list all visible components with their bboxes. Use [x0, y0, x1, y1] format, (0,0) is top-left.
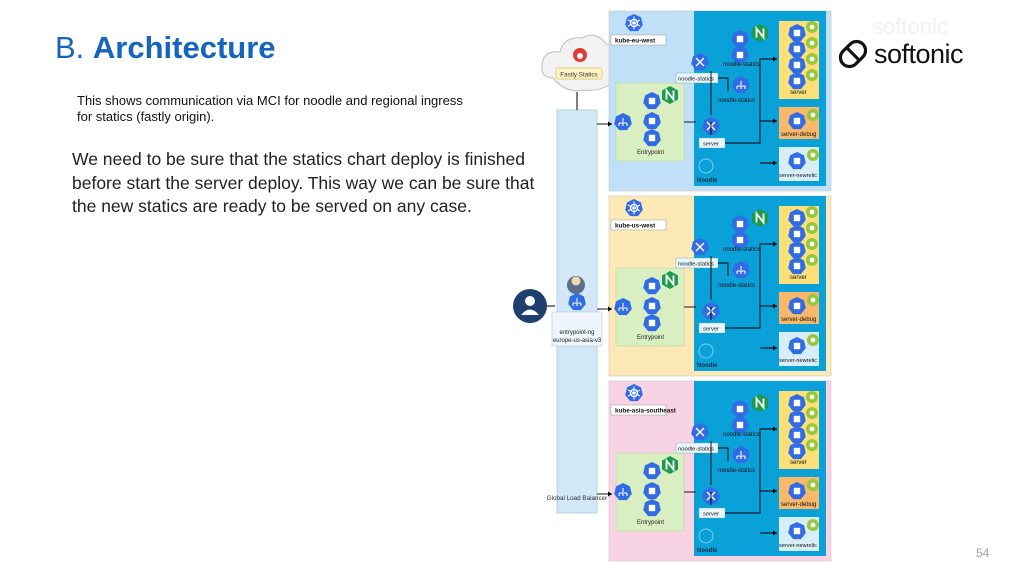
body-paragraph: We need to be sure that the statics char… [72, 149, 535, 216]
newrelic-icon [807, 109, 819, 121]
connector-line [725, 428, 777, 514]
noodle-logo [698, 343, 714, 359]
noodle-statics-service-label: noodle-statics [678, 77, 714, 83]
newrelic-icon [807, 334, 819, 346]
entrypoint-ng-label: entrypoint-ng [559, 330, 594, 336]
server-service-label: server [703, 327, 719, 333]
newrelic-icon [806, 21, 818, 33]
slide-title: B. Architecture [55, 30, 276, 65]
page-number: 54 [976, 546, 990, 560]
newrelic-icon [806, 423, 818, 435]
noodle-statics-deploy-label: noodle-statics [723, 247, 760, 253]
noodle-statics-label: noodle-statics [718, 98, 755, 104]
noodle-statics-service-label: noodle-statics [678, 447, 714, 453]
noodle-label: Noodle [697, 363, 718, 369]
noodle-statics-service-label: noodle-statics [678, 262, 714, 268]
newrelic-icon [806, 222, 818, 234]
connector-line [725, 243, 777, 329]
entrypoint-ng: entrypoint-ng europe-us-asia-v3 [551, 276, 603, 347]
newrelic-icon [806, 206, 818, 218]
server-debug-label: server-debug [781, 132, 816, 138]
newrelic-icon [807, 149, 819, 161]
noodle-statics-label: noodle-statics [718, 468, 755, 474]
server-debug-label: server-debug [781, 502, 816, 508]
newrelic-icon [806, 391, 818, 403]
server-service-label: server [703, 142, 719, 148]
entrypoint-label: Entrypoint [637, 150, 664, 156]
global-load-balancer: Global Load Balancer [547, 109, 608, 514]
server-group-label: server [790, 90, 807, 96]
entrypoint-label: Entrypoint [637, 335, 664, 341]
user-icon [513, 289, 547, 323]
server-group-label: server [790, 275, 807, 281]
newrelic-icon [806, 407, 818, 419]
softonic-logo-text: softonic [874, 38, 964, 69]
connector-line [718, 77, 729, 91]
newrelic-icon [806, 238, 818, 250]
connector-line [718, 447, 729, 461]
noodle-statics-deploy-label: noodle-statics [723, 62, 760, 68]
server-group-label: server [790, 460, 807, 466]
fastly-cloud: Fastly Statics [541, 34, 624, 92]
server-newrelic-label: server-newrelic [779, 173, 817, 179]
newrelic-icon [806, 439, 818, 451]
fastly-label: Fastly Statics [560, 72, 597, 79]
newrelic-icon [806, 53, 818, 65]
cluster-label: kube-eu-west [615, 38, 656, 45]
newrelic-icon [807, 294, 819, 306]
server-newrelic-label: server-newrelic [779, 358, 817, 364]
newrelic-icon [806, 254, 818, 266]
newrelic-icon [807, 479, 819, 491]
server-service-label: server [703, 512, 719, 518]
noodle-label: Noodle [697, 548, 718, 554]
server-newrelic-label: server-newrelic [779, 543, 817, 549]
glb-label: Global Load Balancer [547, 495, 608, 502]
cluster-label: kube-us-west [615, 223, 656, 230]
softonic-logo-icon [838, 39, 868, 69]
entrypoint-label: Entrypoint [637, 520, 664, 526]
diagram-caption: This shows communication via MCI for noo… [77, 93, 463, 124]
connector-line [725, 58, 777, 144]
noodle-logo [698, 158, 714, 174]
noodle-statics-deploy-label: noodle-statics [723, 432, 760, 438]
noodle-logo [698, 528, 714, 544]
softonic-logo: softonic [836, 34, 964, 74]
cluster-label: kube-asia-southeast [615, 408, 677, 415]
noodle-label: Noodle [697, 178, 718, 184]
entrypoint-ng-sublabel: europe-us-asia-v3 [553, 338, 602, 344]
ghost-watermark: softonic [872, 14, 948, 39]
server-debug-label: server-debug [781, 317, 816, 323]
newrelic-icon [806, 69, 818, 81]
connector-line [718, 262, 729, 276]
newrelic-icon [806, 37, 818, 49]
newrelic-icon [807, 519, 819, 531]
noodle-statics-label: noodle-statics [718, 283, 755, 289]
